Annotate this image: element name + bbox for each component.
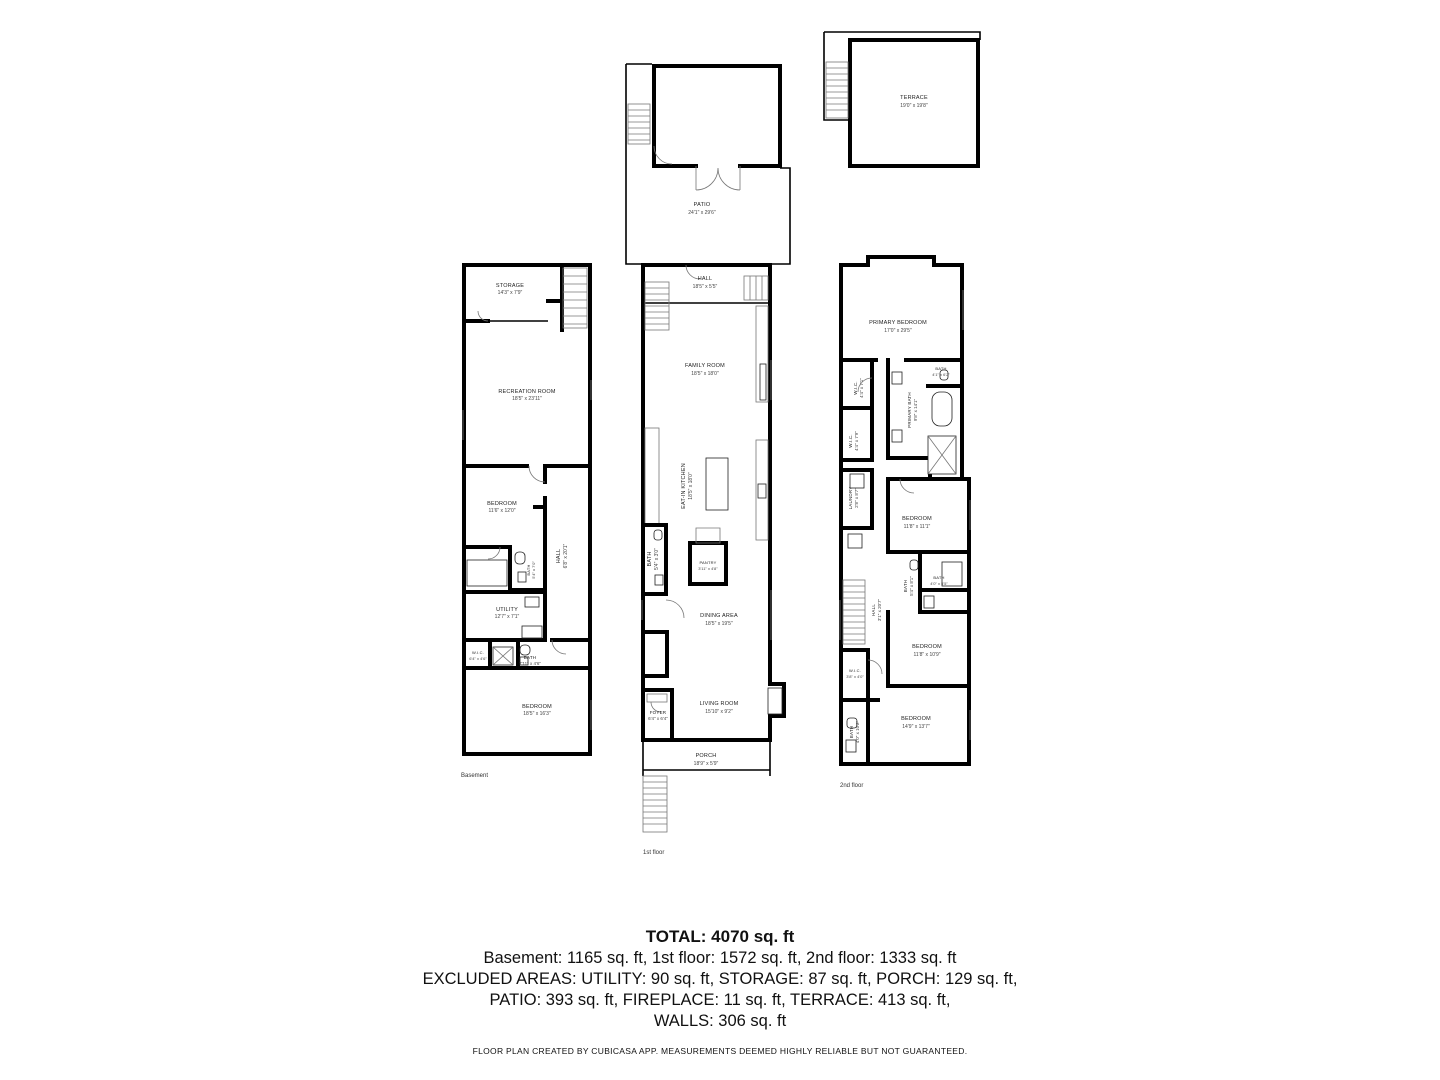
basement-bath2-label: BATH (524, 655, 536, 660)
bedroom-b-dim: 11'8" x 10'9" (913, 652, 940, 658)
living-dim: 15'10" x 9'2" (705, 709, 733, 715)
pantry-label: PANTRY (699, 560, 716, 565)
wic1-dim: 4'4" x 7'1" (859, 378, 864, 398)
basement-floor-label: Basement (461, 773, 488, 779)
first-hall-label: HALL (698, 276, 713, 282)
patio-outline (625, 63, 791, 265)
first-floor-label: 1st floor (643, 850, 664, 856)
foyer-label: FOYER (650, 710, 667, 715)
bedroom-b-label: BEDROOM (912, 644, 942, 650)
basement-bedroom2-label: BEDROOM (522, 704, 552, 710)
laundry-dim: 2'8" x 8'7" (854, 488, 859, 508)
kitchen-dim: 18'5" x 18'0" (688, 472, 694, 500)
wic3-label: W.I.C. (849, 668, 861, 673)
total-area: TOTAL: 4070 sq. ft (645, 927, 795, 946)
primary-bath-label: PRIMARY BATH (907, 392, 912, 428)
wic1-label: W.I.C. (853, 381, 858, 394)
pantry-dim: 3'11" x 4'8" (698, 566, 718, 571)
bath-c-dim: 4'0" x 10'2" (855, 721, 860, 744)
porch-outline (642, 740, 771, 776)
terrace-dim: 19'0" x 19'8" (900, 103, 928, 109)
patio-label: PATIO (694, 202, 711, 208)
second-floor-plan: PRIMARY BEDROOM 17'0" x 29'5" W.I.C. 4'4… (839, 255, 971, 789)
kitchen-label: EAT-IN KITCHEN (681, 463, 687, 509)
wic3-dim: 3'8" x 4'0" (846, 674, 864, 679)
excluded-areas-line3: WALLS: 306 sq. ft (653, 1012, 787, 1030)
primary-bedroom-label: PRIMARY BEDROOM (869, 320, 927, 326)
second-hall-dim: 3'1" x 20'7" (877, 599, 882, 622)
small-bath-label: BATH (935, 366, 946, 371)
wic2-label: W.I.C. (848, 434, 853, 447)
recreation-label: RECREATION ROOM (498, 389, 556, 395)
living-label: LIVING ROOM (700, 701, 739, 707)
terrace-plan: TERRACE 19'0" x 19'8" (823, 31, 981, 168)
bath-a-dim: 5'4" x 8'1" (909, 576, 914, 596)
basement-bath2-dim: 7'11" x 4'6" (519, 661, 541, 666)
family-room-label: FAMILY ROOM (685, 363, 725, 369)
foyer-dim: 6'4" x 6'4" (648, 716, 668, 721)
storage-label: STORAGE (496, 283, 524, 289)
basement-bath1-label: BATH (526, 564, 531, 575)
patio-dim: 24'1" x 29'6" (688, 210, 716, 216)
recreation-dim: 18'5" x 23'11" (512, 396, 542, 402)
first-hall-dim: 18'5" x 5'5" (693, 284, 718, 290)
first-floor-plan: PATIO 24'1" x 29'6" HALL 18'5" x 5'5" FA… (625, 63, 791, 856)
floor-areas: Basement: 1165 sq. ft, 1st floor: 1572 s… (483, 949, 957, 967)
second-floor-outer-walls (839, 255, 971, 766)
small-bath-dim: 4'1" x 6'2" (932, 372, 950, 377)
basement-wic-dim: 6'4" x 4'6" (469, 656, 487, 661)
second-floor-label: 2nd floor (840, 783, 863, 789)
first-floor-outer-walls (641, 263, 786, 742)
storage-dim: 14'3" x 7'9" (498, 290, 523, 296)
detached-building-walls (652, 64, 782, 168)
excluded-areas-line1: EXCLUDED AREAS: UTILITY: 90 sq. ft, STOR… (422, 970, 1018, 988)
basement-outer-walls (462, 263, 592, 756)
dining-label: DINING AREA (700, 613, 738, 619)
basement-bedroom2-dim: 18'5" x 16'3" (523, 711, 551, 717)
basement-hall-label: HALL (556, 549, 562, 564)
porch-label: PORCH (696, 753, 717, 759)
porch-dim: 18'9" x 5'9" (694, 761, 719, 767)
bedroom-c-dim: 14'9" x 13'7" (902, 724, 930, 730)
bath-b-dim: 4'0" x 5'5" (930, 581, 948, 586)
laundry-label: LAUNDRY (848, 487, 853, 510)
bedroom-a-dim: 11'8" x 11'1" (904, 524, 931, 530)
terrace-walls (848, 38, 980, 168)
floor-plan-drawing: STORAGE 14'3" x 7'9" RECREATION ROOM 18'… (461, 31, 981, 856)
basement-bedroom1-label: BEDROOM (487, 501, 517, 507)
basement-wic-label: W.I.C. (472, 650, 484, 655)
second-hall-label: HALL (871, 604, 876, 616)
terrace-label: TERRACE (900, 95, 928, 101)
first-bath-dim: 5'4" x 3'0" (654, 548, 660, 570)
first-bath-label: BATH (647, 551, 653, 566)
wic2-dim: 4'4" x 7'9" (854, 431, 859, 451)
primary-bedroom-dim: 17'0" x 29'5" (884, 328, 912, 334)
bath-b-label: BATH (933, 575, 944, 580)
bath-c-label: BATH (849, 726, 854, 738)
utility-label: UTILITY (496, 607, 518, 613)
area-summary: TOTAL: 4070 sq. ft Basement: 1165 sq. ft… (0, 926, 1440, 1032)
kitchen-island (705, 457, 729, 511)
bedroom-c-label: BEDROOM (901, 716, 931, 722)
bedroom-a-label: BEDROOM (902, 516, 932, 522)
dining-dim: 18'5" x 19'5" (705, 621, 733, 627)
disclaimer: FLOOR PLAN CREATED BY CUBICASA APP. MEAS… (472, 1046, 968, 1056)
basement-stairs (562, 267, 588, 329)
excluded-areas-line2: PATIO: 393 sq. ft, FIREPLACE: 11 sq. ft,… (489, 991, 951, 1009)
bath-a-label: BATH (903, 580, 908, 592)
family-room-dim: 18'5" x 18'0" (691, 371, 719, 377)
basement-hall-dim: 6'8" x 20'1" (563, 543, 569, 568)
basement-bedroom1-dim: 11'6" x 12'0" (488, 508, 515, 514)
storage-walls (462, 263, 564, 332)
basement-plan: STORAGE 14'3" x 7'9" RECREATION ROOM 18'… (461, 263, 592, 779)
basement-bath1-dim: 5'4" x 7'0" (531, 561, 536, 579)
primary-bath-dim: 9'8" x 14'1" (913, 399, 918, 422)
utility-dim: 12'7" x 7'1" (495, 614, 520, 620)
